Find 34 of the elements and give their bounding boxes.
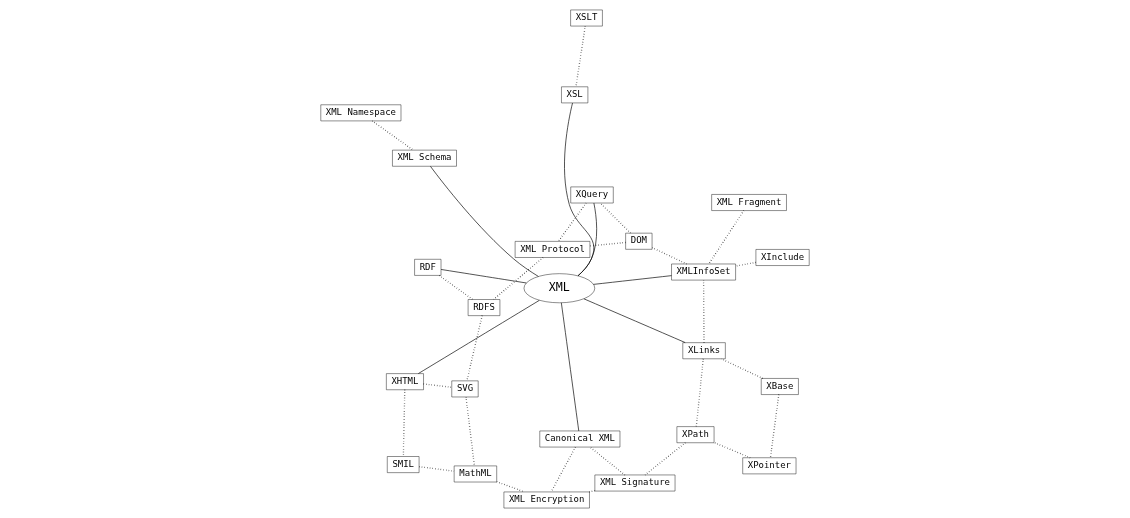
node-box: SVG bbox=[451, 380, 479, 398]
node-box: XML Schema bbox=[392, 149, 457, 167]
node-box: XSL bbox=[561, 86, 589, 104]
node-box: XML Encryption bbox=[503, 491, 590, 509]
node-box: SMIL bbox=[387, 456, 420, 473]
node-box: XPath bbox=[676, 426, 715, 443]
node-box: MathML bbox=[453, 465, 497, 483]
node-box: RDFS bbox=[467, 299, 501, 316]
node-box: XML Signature bbox=[594, 474, 676, 492]
node-box: XML Namespace bbox=[320, 104, 402, 122]
node-box: XPointer bbox=[742, 457, 797, 475]
node-box: Canonical XML bbox=[539, 430, 621, 448]
connector bbox=[583, 298, 686, 343]
connector bbox=[561, 302, 580, 432]
node-box: XML Fragment bbox=[711, 194, 787, 211]
connector bbox=[589, 241, 627, 247]
connector bbox=[430, 166, 539, 277]
node-ellipse: XML bbox=[523, 273, 595, 303]
node-box: XBase bbox=[761, 378, 799, 395]
node-box: XHTML bbox=[386, 373, 424, 390]
node-box: XLinks bbox=[682, 342, 726, 359]
connector bbox=[418, 300, 540, 374]
node-box: XQuery bbox=[570, 186, 614, 204]
node-box: DOM bbox=[625, 232, 653, 250]
connector bbox=[493, 256, 544, 301]
connector bbox=[577, 202, 598, 277]
node-box: XInclude bbox=[755, 249, 810, 266]
node-box: XMLInfoSet bbox=[671, 263, 736, 281]
node-box: XSLT bbox=[570, 9, 603, 27]
connector bbox=[440, 269, 527, 284]
node-box: RDF bbox=[414, 259, 442, 276]
node-box: XML Protocol bbox=[514, 241, 591, 258]
connector bbox=[720, 358, 764, 380]
connector bbox=[593, 275, 672, 285]
